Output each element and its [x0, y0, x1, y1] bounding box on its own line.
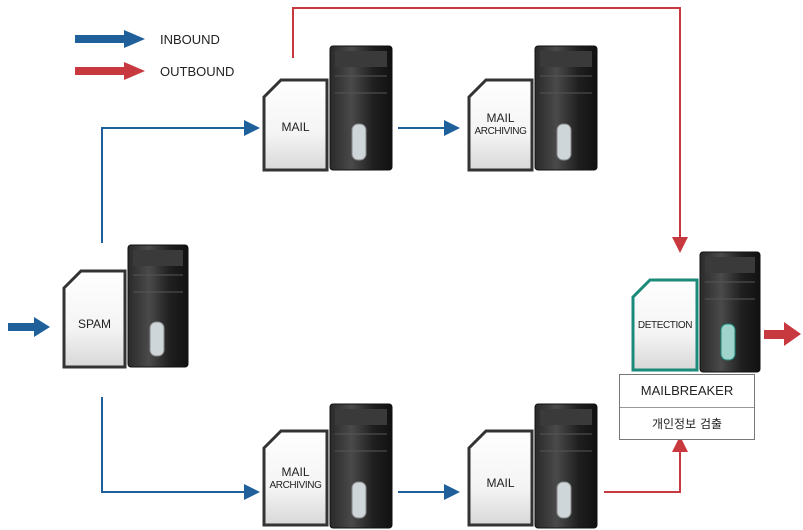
mailbreaker-caption-box: MAILBREAKER 개인정보 검출 [619, 374, 755, 440]
mail-top-label: MAIL [281, 120, 310, 134]
flow-spam-to-archiving-bottom [101, 397, 260, 500]
product-description: 개인정보 검출 [651, 417, 723, 431]
flow-spam-to-mail-top [101, 120, 260, 243]
archiving-bottom-label-line1: MAIL [281, 465, 310, 479]
mail-bottom-card [467, 429, 534, 527]
archiving-top-label-line1: MAIL [486, 111, 515, 125]
spam-card [62, 269, 127, 369]
product-name: MAILBREAKER [640, 383, 734, 398]
detection-card [631, 278, 699, 372]
flow-mail-top-to-detection [292, 7, 688, 253]
spam-label: SPAM [77, 317, 112, 331]
legend-inbound-arrow [75, 30, 145, 48]
flow-mail-bottom-to-detection [604, 436, 688, 493]
archiving-bottom-server [329, 403, 393, 529]
mail-top-card [262, 78, 329, 172]
archiving-bottom-label-line2: ARCHIVING [269, 479, 322, 491]
caption-divider [620, 407, 754, 408]
archiving-top-card [467, 78, 534, 172]
archiving-bottom-card [262, 429, 329, 527]
legend-outbound-label: OUTBOUND [160, 64, 235, 79]
archiving-top-label-line2: ARCHIVING [474, 125, 527, 137]
legend-inbound-label: INBOUND [160, 32, 220, 47]
archiving-top-server [534, 45, 598, 171]
outbound-exit-arrow [764, 322, 801, 346]
legend-outbound-arrow [75, 62, 145, 80]
detection-label: DETECTION [637, 320, 693, 331]
archiving-top-label: MAIL ARCHIVING [469, 112, 532, 137]
archiving-bottom-label: MAIL ARCHIVING [264, 466, 327, 491]
mail-top-server [329, 45, 393, 171]
inbound-entry-arrow [8, 317, 50, 337]
mail-bottom-server [534, 403, 598, 529]
mail-bottom-label: MAIL [486, 476, 515, 490]
spam-server [127, 244, 189, 368]
detection-server [699, 251, 761, 373]
